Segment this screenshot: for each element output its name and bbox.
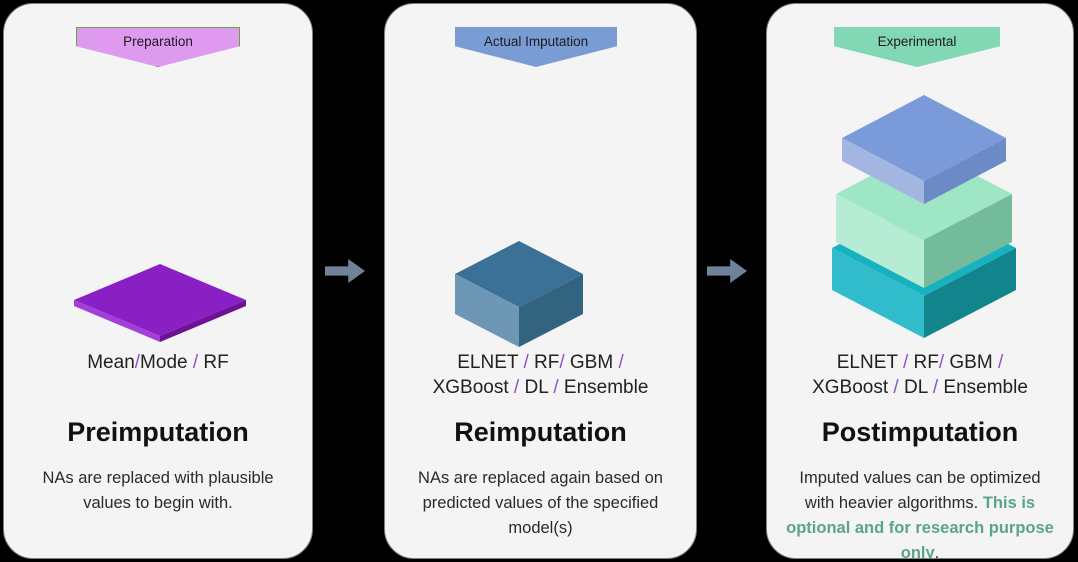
graphic-single-flat-slab <box>72 262 248 344</box>
graphic-stacked-cubes <box>829 92 1019 340</box>
banner-experimental: Experimental <box>834 27 1000 67</box>
description-reimputation: NAs are replaced again based on predicte… <box>385 466 696 541</box>
description-text: Imputed values can be optimized with hea… <box>799 469 1041 512</box>
models-line-2: XGBoost / DL / Ensemble <box>812 377 1028 398</box>
banner-label: Actual Imputation <box>483 34 589 49</box>
models-line-2: XGBoost / DL / Ensemble <box>432 377 649 398</box>
models-list-reimputation: ELNET / RF/ GBM / XGBoost / DL / Ensembl… <box>385 350 696 400</box>
mint-cube-right-face <box>924 194 1012 288</box>
cube-right-face <box>519 274 583 347</box>
panel-preimputation: Preparation Mean/Mode / RF Preimputation… <box>3 3 313 559</box>
description-highlight: This is optional and for research purpos… <box>786 494 1054 559</box>
models-list-preimputation: Mean/Mode / RF <box>4 350 312 375</box>
banner-label: Experimental <box>877 34 957 49</box>
models-list-postimputation: ELNET / RF/ GBM / XGBoost / DL / Ensembl… <box>767 350 1073 400</box>
models-line-1: Mean/Mode / RF <box>87 352 229 373</box>
cube-svg <box>455 241 583 347</box>
mint-cube-left-face <box>836 194 924 288</box>
heading-postimputation: Postimputation <box>821 417 1019 447</box>
heading-reimputation: Reimputation <box>454 417 627 447</box>
panel-reimputation: Actual Imputation ELNET / RF/ GBM / XGBo… <box>384 3 697 559</box>
slab-right-face <box>160 300 246 342</box>
slab-left-face <box>74 300 160 342</box>
stack-svg <box>832 95 1016 338</box>
description-text: NAs are replaced with plausible values t… <box>42 469 274 512</box>
description-postimputation: Imputed values can be optimized with hea… <box>767 466 1073 559</box>
banner-actual-imputation: Actual Imputation <box>455 27 617 67</box>
description-tail: . <box>934 544 940 559</box>
slab-svg <box>74 264 246 342</box>
arrow-right-icon <box>325 259 365 283</box>
cube-left-face <box>455 274 519 347</box>
heading-preimputation: Preimputation <box>67 417 249 447</box>
teal-cube-right-face <box>924 248 1016 338</box>
blue-slab-left-face <box>842 138 924 204</box>
models-line-1: ELNET / RF/ GBM / <box>836 352 1004 373</box>
arrow-right-icon <box>707 259 747 283</box>
slab-top-face <box>74 264 246 336</box>
banner-preparation: Preparation <box>76 27 240 67</box>
blue-slab-right-face <box>924 138 1006 204</box>
description-text: NAs are replaced again based on predicte… <box>418 469 663 537</box>
description-preimputation: NAs are replaced with plausible values t… <box>4 466 312 516</box>
graphic-single-cube <box>453 239 585 349</box>
teal-cube-left-face <box>832 248 924 338</box>
panel-postimputation: Experimental ELNET / RF/ GBM / XGBoost <box>766 3 1074 559</box>
banner-label: Preparation <box>123 34 193 49</box>
models-line-1: ELNET / RF/ GBM / <box>457 352 624 373</box>
